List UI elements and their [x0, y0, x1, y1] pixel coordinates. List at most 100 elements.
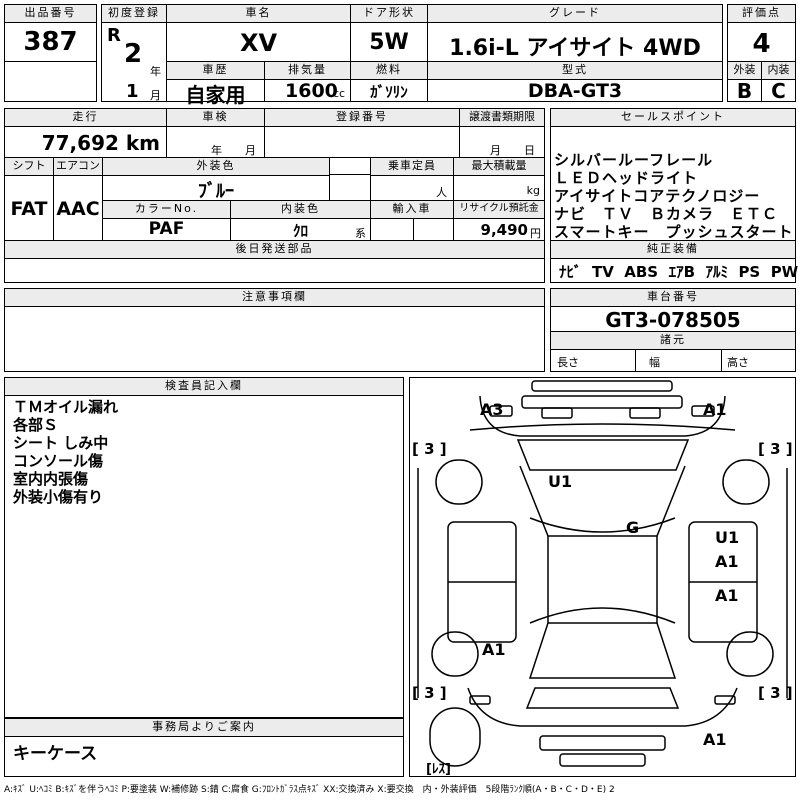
color-no: PAF	[148, 219, 185, 239]
later-parts-cell: 後日発送部品	[4, 240, 545, 283]
legend: A:ｷｽﾞ U:ﾍｺﾐ B:ｷｽﾞを伴うﾍｺﾐ P:要塗装 W:補修跡 S:錆 …	[4, 785, 615, 795]
sales-point-cell: セールスポイント シルバールーフレール ＬＥＤヘッドライト アイサイトコアテクノ…	[550, 108, 796, 241]
inspector-note: 各部Ｓ	[13, 416, 59, 434]
interior-grade: C	[771, 79, 786, 103]
chassis-label: 車台番号	[551, 289, 795, 307]
lot-label: 出品番号	[5, 5, 96, 23]
exterior-color: ﾌﾞﾙｰ	[198, 181, 234, 202]
equipment-list: ﾅﾋﾞ TV ABS ｴｱB ｱﾙﾐ PS PW	[559, 261, 798, 282]
recycle-cell: リサイクル預託金 9,490 円	[453, 200, 545, 241]
damage-mark: A1	[703, 730, 727, 749]
exterior-grade-cell: 外装 B	[727, 61, 762, 103]
transfer-cell: 譲渡書類期限 月 日	[459, 108, 545, 158]
office-text: キーケース	[13, 744, 98, 764]
fuel-label: 燃料	[351, 62, 427, 80]
interior-color-label: 内装色	[231, 201, 370, 219]
equipment-airbag: ｴｱB	[668, 263, 696, 281]
mileage: 77,692 km	[41, 131, 160, 155]
inspector-note: 外装小傷有り	[13, 488, 104, 506]
damage-mark: G	[626, 518, 640, 537]
displacement-unit: cc	[333, 87, 346, 100]
office-label: 事務局よりご案内	[5, 719, 403, 737]
length-label: 長さ	[557, 356, 579, 369]
exterior-color-extra	[329, 174, 371, 201]
reg-month: 1	[126, 81, 139, 102]
interior-color: ｸﾛ	[292, 222, 308, 240]
transfer-label: 譲渡書類期限	[460, 109, 544, 127]
equipment-label: 純正装備	[551, 241, 795, 259]
score: 4	[752, 29, 771, 59]
first-reg-label: 初度登録	[102, 5, 166, 23]
bracket-mark: [ 3 ]	[758, 440, 793, 458]
notes-cell: 注意事項欄	[4, 288, 545, 372]
fuel: ｶﾞｿﾘﾝ	[370, 83, 408, 101]
reg-month-unit: 月	[150, 89, 161, 102]
door-cell: ドア形状 5W	[350, 4, 428, 62]
inspector-label: 検査員記入欄	[5, 378, 403, 396]
model-label: 型式	[428, 62, 722, 80]
model: DBA-GT3	[527, 80, 623, 102]
interior-grade-cell: 内装 C	[761, 61, 796, 103]
chassis-cell: 車台番号 GT3-078505	[550, 288, 796, 332]
lot-blank	[4, 61, 97, 102]
bracket-mark: [ 3 ]	[412, 684, 447, 702]
interior-grade-label: 内装	[762, 62, 795, 80]
lot-cell: 出品番号 387	[4, 4, 97, 62]
equipment-abs: ABS	[624, 263, 659, 281]
car-diagram: A3 A1 U1 G U1 A1 A1 A1 A1 [ 3 ] [ 3 ] [ …	[409, 377, 796, 777]
import-divider	[413, 218, 414, 241]
shift-label: シフト	[5, 158, 53, 176]
import-cell: 輸入車	[370, 200, 454, 241]
later-parts-label: 後日発送部品	[5, 241, 544, 259]
damage-mark: A1	[482, 640, 506, 659]
damage-mark: U1	[548, 472, 573, 491]
sales-point-label: セールスポイント	[551, 109, 795, 127]
recycle-amount: 9,490	[480, 221, 528, 239]
first-reg-cell: 初度登録 R 2 年 1 月	[101, 4, 167, 102]
import-label: 輸入車	[371, 201, 453, 219]
shift-cell: シフト FAT	[4, 157, 54, 241]
car-outline	[417, 380, 788, 767]
equipment-navi: ﾅﾋﾞ	[559, 263, 582, 281]
dims-cell: 諸元 長さ 幅 高さ	[550, 331, 796, 372]
inspector-note: ＴＭオイル漏れ	[13, 398, 119, 416]
damage-mark: A1	[715, 552, 739, 571]
equipment-alloy: ｱﾙﾐ	[705, 263, 728, 281]
exterior-grade-label: 外装	[728, 62, 761, 80]
width-label: 幅	[649, 356, 660, 369]
car-name: XV	[239, 29, 278, 57]
grade-cell: グレード 1.6i-L アイサイト 4WD	[427, 4, 723, 62]
recycle-label: リサイクル預託金	[454, 201, 544, 219]
load-label: 最大積載量	[454, 158, 544, 176]
inspection-year: 年	[211, 144, 222, 157]
sales-item: シルバールーフレール	[554, 151, 714, 169]
interior-color-cell: 内装色 ｸﾛ 系	[230, 200, 371, 241]
reg-year-unit: 年	[150, 65, 161, 78]
shift: FAT	[10, 198, 48, 220]
load-unit: kg	[526, 184, 540, 197]
bracket-mark: [ 3 ]	[412, 440, 447, 458]
displacement: 1600	[285, 80, 338, 102]
capacity-cell: 乗車定員 人	[370, 157, 454, 201]
lot-number: 387	[23, 27, 78, 57]
height-label: 高さ	[727, 356, 749, 369]
damage-mark: U1	[715, 528, 740, 547]
damage-mark: A3	[480, 400, 504, 419]
bracket-mark: [ 3 ]	[758, 684, 793, 702]
sales-item: ナビ ＴＶ Ｂカメラ ＥＴＣ	[554, 205, 779, 223]
sales-item: スマートキー プッシュスタート	[554, 223, 794, 241]
mileage-cell: 走行 77,692 km	[4, 108, 167, 158]
era: R	[107, 25, 121, 46]
sales-item: ＬＥＤヘッドライト	[554, 169, 699, 187]
color-no-label: カラーNo.	[103, 201, 230, 219]
exterior-grade: B	[736, 79, 753, 103]
inspector-note: 室内内張傷	[13, 470, 89, 488]
damage-mark: A1	[703, 400, 727, 419]
history-label: 車歴	[167, 62, 264, 80]
chassis-number: GT3-078505	[605, 308, 741, 332]
capacity-unit: 人	[436, 186, 447, 199]
lens-mark: [ﾚｽ]	[426, 762, 451, 777]
score-cell: 評価点 4	[727, 4, 796, 62]
car-name-cell: 車名 XV	[166, 4, 351, 62]
model-cell: 型式 DBA-GT3	[427, 61, 723, 102]
